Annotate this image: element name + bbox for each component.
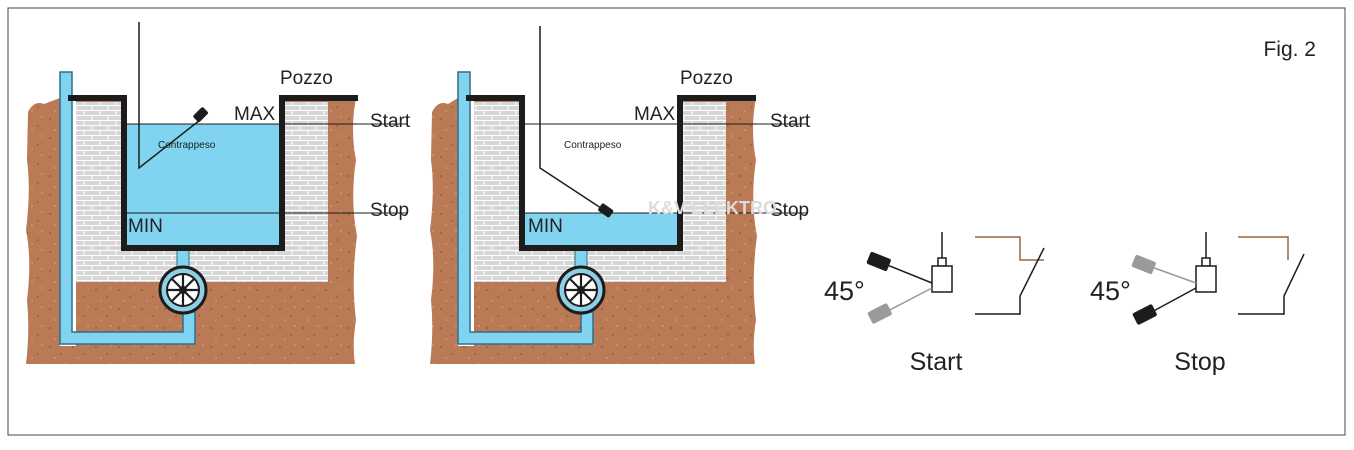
figure-label: Fig. 2 — [1263, 38, 1316, 61]
start-label: Start — [370, 111, 411, 132]
float-active-icon — [866, 251, 891, 272]
pump-impeller-icon — [158, 265, 208, 315]
sump-water — [124, 124, 282, 248]
brick-lining — [76, 102, 328, 282]
float-inactive-icon — [867, 303, 892, 324]
start-label: Start — [770, 111, 811, 132]
pump-impeller-icon — [556, 265, 606, 315]
contact-rest-line — [1238, 236, 1289, 260]
watermark-logo: K&V ELEKTRO — [648, 198, 777, 218]
min-label: MIN — [528, 216, 563, 237]
sump-water — [522, 213, 680, 248]
counterweight-label: Contrappeso — [564, 140, 622, 151]
stop-label: Stop — [370, 200, 409, 221]
float-switch-icon — [598, 203, 614, 218]
well-panel-stop: Contrappeso MAX MIN Pozzo Start Stop K&V… — [430, 26, 811, 364]
brick-lining — [474, 102, 726, 282]
min-label: MIN — [128, 216, 163, 237]
switch-detail-stop: 45° Stop — [1090, 232, 1305, 376]
float-inactive-icon — [1131, 254, 1156, 275]
contact-switch-line — [1238, 253, 1305, 315]
detail-caption: Start — [910, 348, 963, 376]
max-label: MAX — [234, 104, 276, 125]
detail-caption: Stop — [1174, 348, 1225, 376]
angle-label: 45° — [824, 276, 865, 306]
figure-frame — [7, 7, 1346, 436]
well-label: Pozzo — [280, 68, 333, 89]
sump-wall — [466, 95, 756, 251]
float-arm-active — [1147, 287, 1197, 315]
angle-label: 45° — [1090, 276, 1131, 306]
clamp — [937, 257, 947, 267]
max-label: MAX — [634, 104, 676, 125]
contact-rest-line — [975, 236, 1044, 261]
switch-detail-start: 45° Start — [824, 232, 1045, 376]
float-cable — [138, 22, 201, 170]
clamp — [1201, 257, 1211, 267]
float-active-icon — [1132, 304, 1157, 325]
float-switch-icon — [193, 107, 208, 122]
counterweight-label: Contrappeso — [158, 140, 216, 151]
contact-switch-line — [975, 247, 1045, 315]
sump-wall — [68, 95, 358, 251]
stop-label: Stop — [770, 200, 809, 221]
float-cable — [539, 26, 605, 211]
well-panel-start: Contrappeso MAX MIN Pozzo Start Stop — [26, 22, 411, 364]
float-arm-inactive — [881, 287, 933, 315]
pivot-box — [1195, 265, 1217, 293]
float-arm-inactive — [1145, 264, 1197, 284]
well-label: Pozzo — [680, 68, 733, 89]
pivot-box — [931, 265, 953, 293]
